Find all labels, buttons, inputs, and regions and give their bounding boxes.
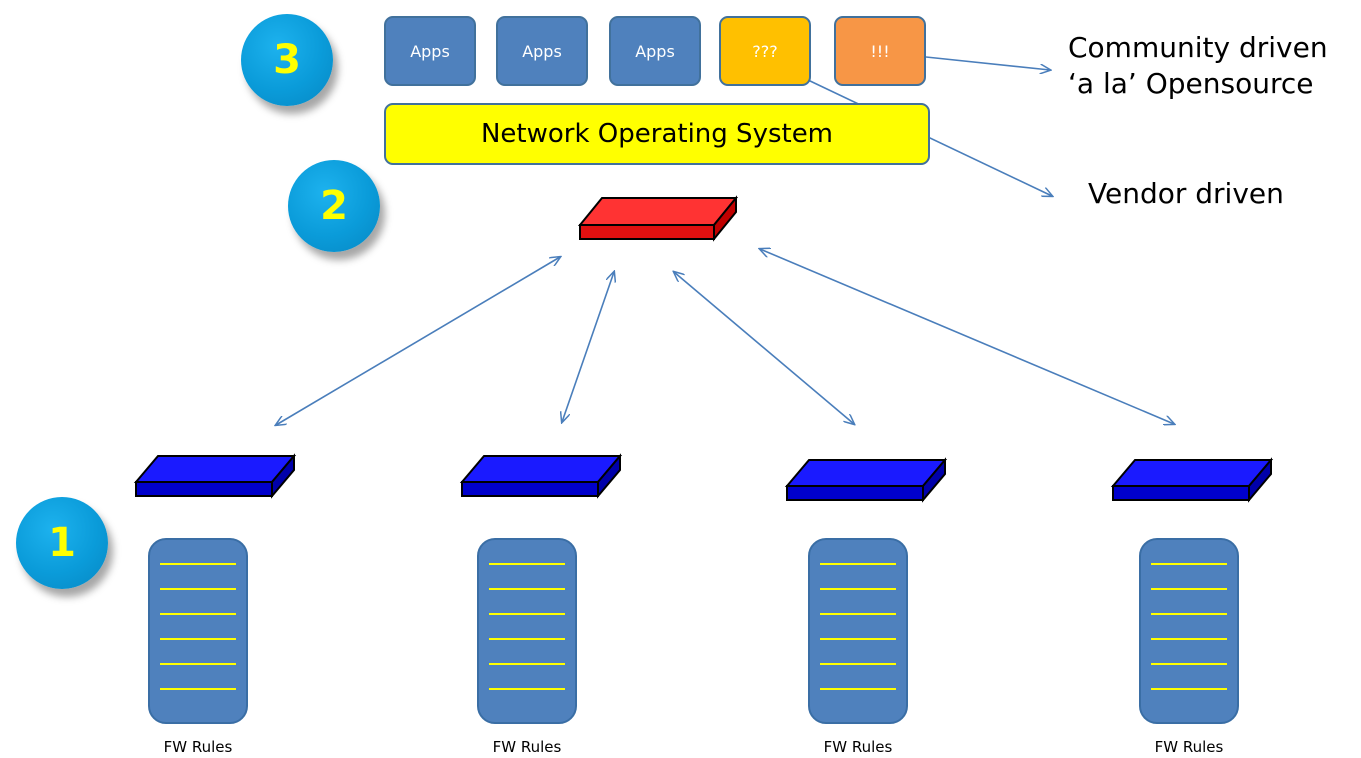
rule-line	[820, 613, 896, 615]
app-box-1: Apps	[384, 16, 476, 86]
rule-line	[160, 613, 236, 615]
community-label-line1: Community driven	[1068, 31, 1328, 64]
rule-line	[489, 638, 565, 640]
rule-line	[489, 563, 565, 565]
rule-line	[489, 688, 565, 690]
rule-line	[1151, 613, 1227, 615]
fw-rules-box-3	[808, 538, 908, 724]
app-box-community: !!!	[834, 16, 926, 86]
rule-line	[1151, 588, 1227, 590]
edge-switch-icon-4	[1110, 457, 1274, 503]
edge-switch-icon-1	[133, 453, 297, 499]
controller-switch-icon	[577, 195, 739, 242]
rule-line	[489, 663, 565, 665]
fw-rules-label-4: FW Rules	[1154, 738, 1224, 756]
fw-rules-label-2: FW Rules	[492, 738, 562, 756]
link-arrow-4	[760, 249, 1174, 424]
rule-line	[1151, 638, 1227, 640]
marker-2: 2	[288, 160, 380, 252]
marker-1: 1	[16, 497, 108, 589]
rule-line	[820, 563, 896, 565]
rule-line	[489, 588, 565, 590]
fw-rules-label-3: FW Rules	[823, 738, 893, 756]
link-arrow-1	[276, 257, 560, 425]
community-driven-label: Community driven ‘a la’ Opensource	[1068, 30, 1328, 102]
community-callout-arrow	[925, 56, 1050, 70]
rule-line	[160, 663, 236, 665]
app-box-2: Apps	[496, 16, 588, 86]
rule-line	[160, 688, 236, 690]
rule-line	[820, 638, 896, 640]
rule-line	[820, 588, 896, 590]
marker-3: 3	[241, 14, 333, 106]
rule-line	[1151, 563, 1227, 565]
community-label-line2: ‘a la’ Opensource	[1068, 67, 1314, 100]
link-arrow-2	[562, 272, 614, 422]
rule-line	[160, 638, 236, 640]
rule-line	[160, 588, 236, 590]
network-operating-system-bar: Network Operating System	[384, 103, 930, 165]
fw-rules-box-2	[477, 538, 577, 724]
rule-line	[1151, 663, 1227, 665]
fw-rules-label-1: FW Rules	[163, 738, 233, 756]
fw-rules-box-4	[1139, 538, 1239, 724]
rule-line	[820, 688, 896, 690]
app-box-3: Apps	[609, 16, 701, 86]
rule-line	[160, 563, 236, 565]
edge-switch-icon-2	[459, 453, 623, 499]
rule-line	[1151, 688, 1227, 690]
fw-rules-box-1	[148, 538, 248, 724]
link-arrow-3	[674, 272, 854, 424]
app-box-vendor: ???	[719, 16, 811, 86]
rule-line	[489, 613, 565, 615]
vendor-callout-arrow	[807, 79, 1052, 196]
edge-switch-icon-3	[784, 457, 948, 503]
vendor-driven-label: Vendor driven	[1088, 177, 1284, 210]
rule-line	[820, 663, 896, 665]
